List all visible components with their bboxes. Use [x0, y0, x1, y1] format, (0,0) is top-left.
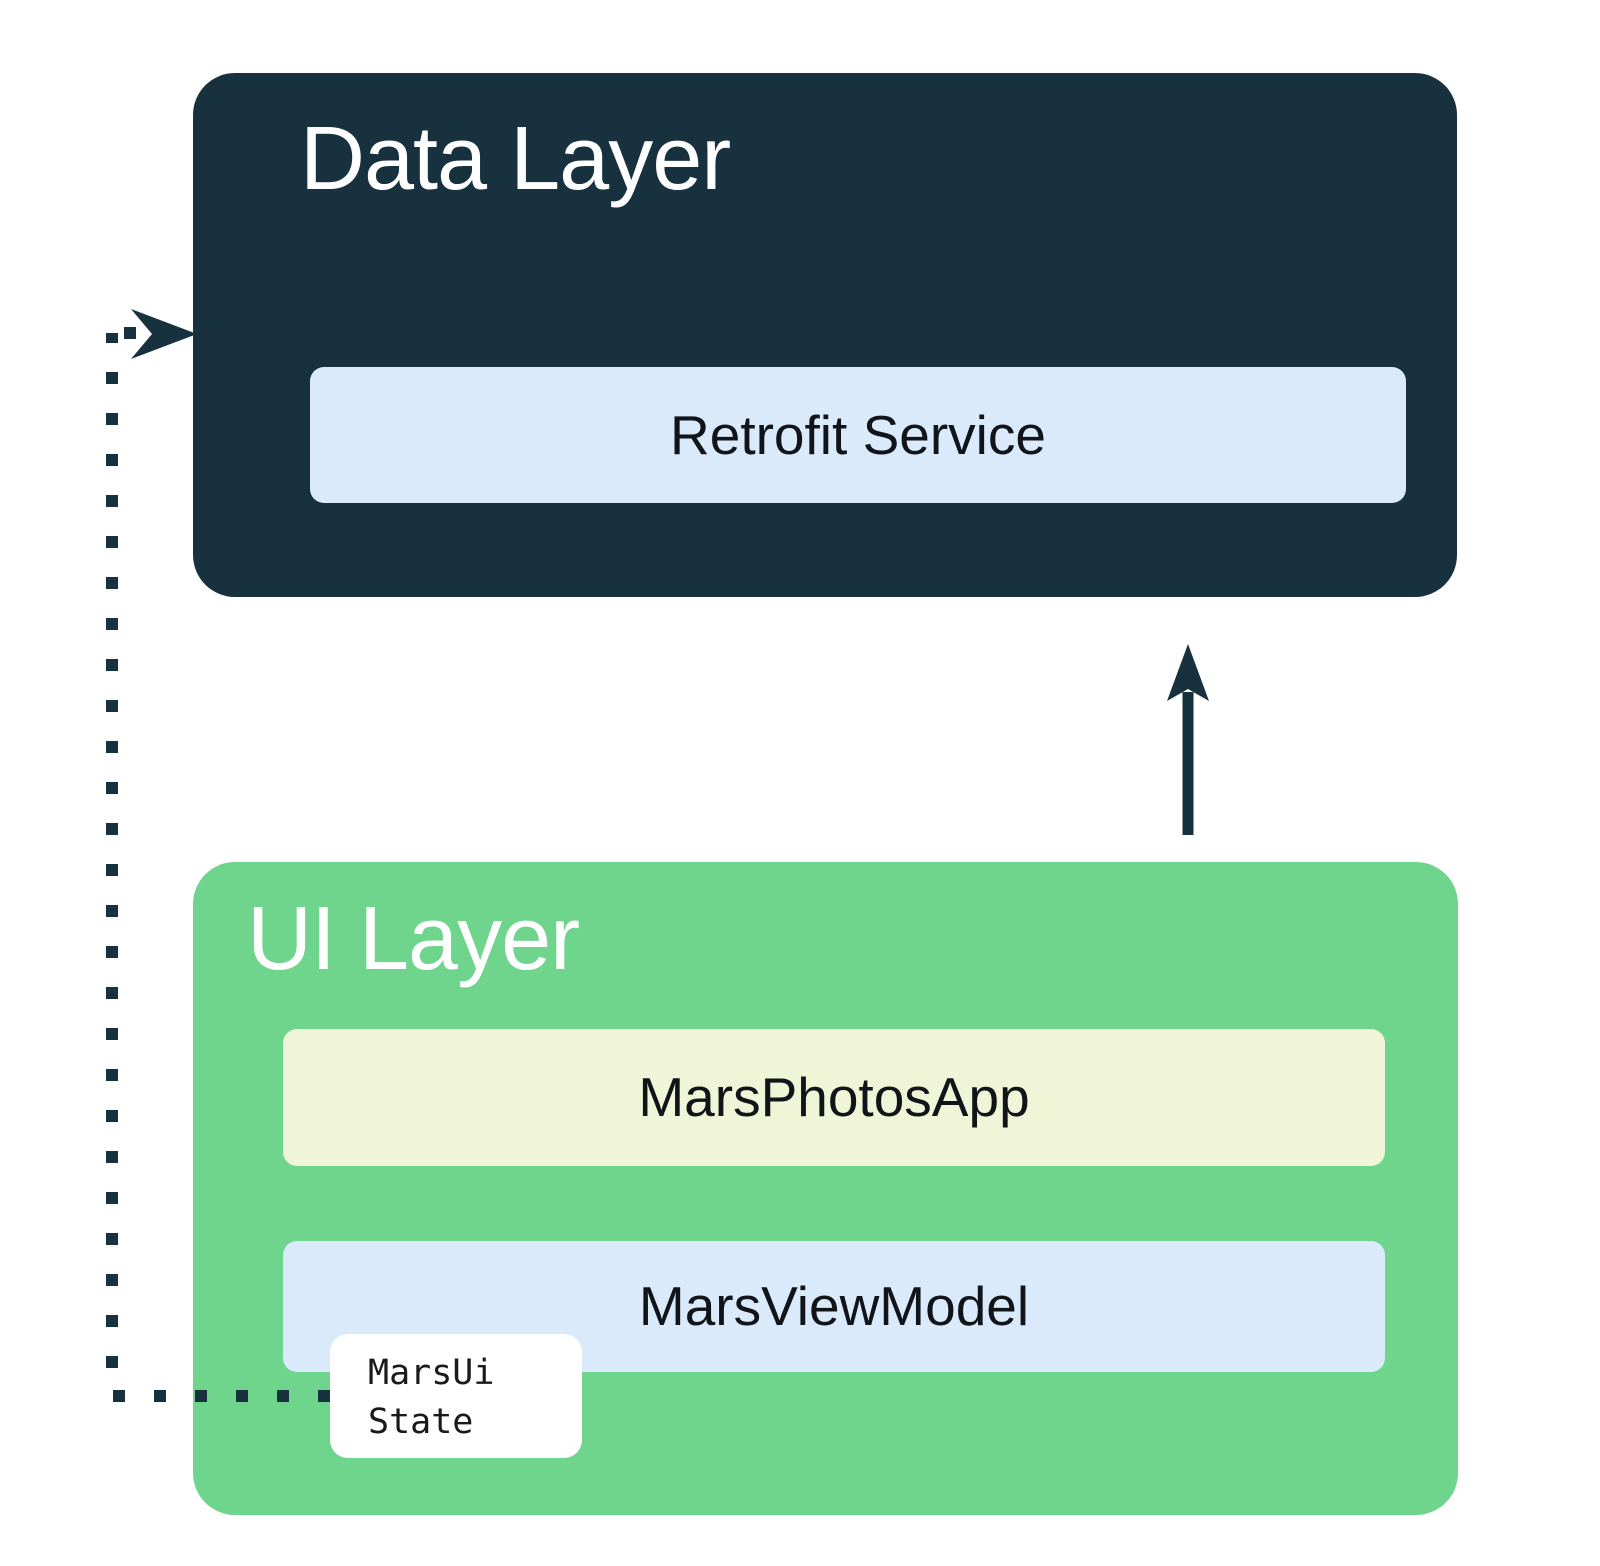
- retrofit-service-label: Retrofit Service: [670, 403, 1046, 466]
- data-layer-title: Data Layer: [300, 109, 731, 209]
- data-layer-box: Data Layer Retrofit Service: [193, 73, 1457, 597]
- up-arrow-head-icon: [1167, 644, 1209, 701]
- ui-layer-title: UI Layer: [247, 889, 580, 989]
- mars-photos-app-label: MarsPhotosApp: [638, 1066, 1030, 1128]
- mars-photos-app-box: MarsPhotosApp: [283, 1029, 1385, 1166]
- ui-layer-box: UI Layer MarsPhotosApp MarsViewModel Mar…: [193, 862, 1458, 1515]
- dotted-arrow-head-icon: [131, 309, 197, 359]
- mars-ui-state-box: MarsUi State: [330, 1334, 582, 1458]
- retrofit-service-box: Retrofit Service: [310, 367, 1406, 503]
- mars-view-model-label: MarsViewModel: [638, 1275, 1030, 1337]
- dotted-corner-dot: [124, 327, 136, 339]
